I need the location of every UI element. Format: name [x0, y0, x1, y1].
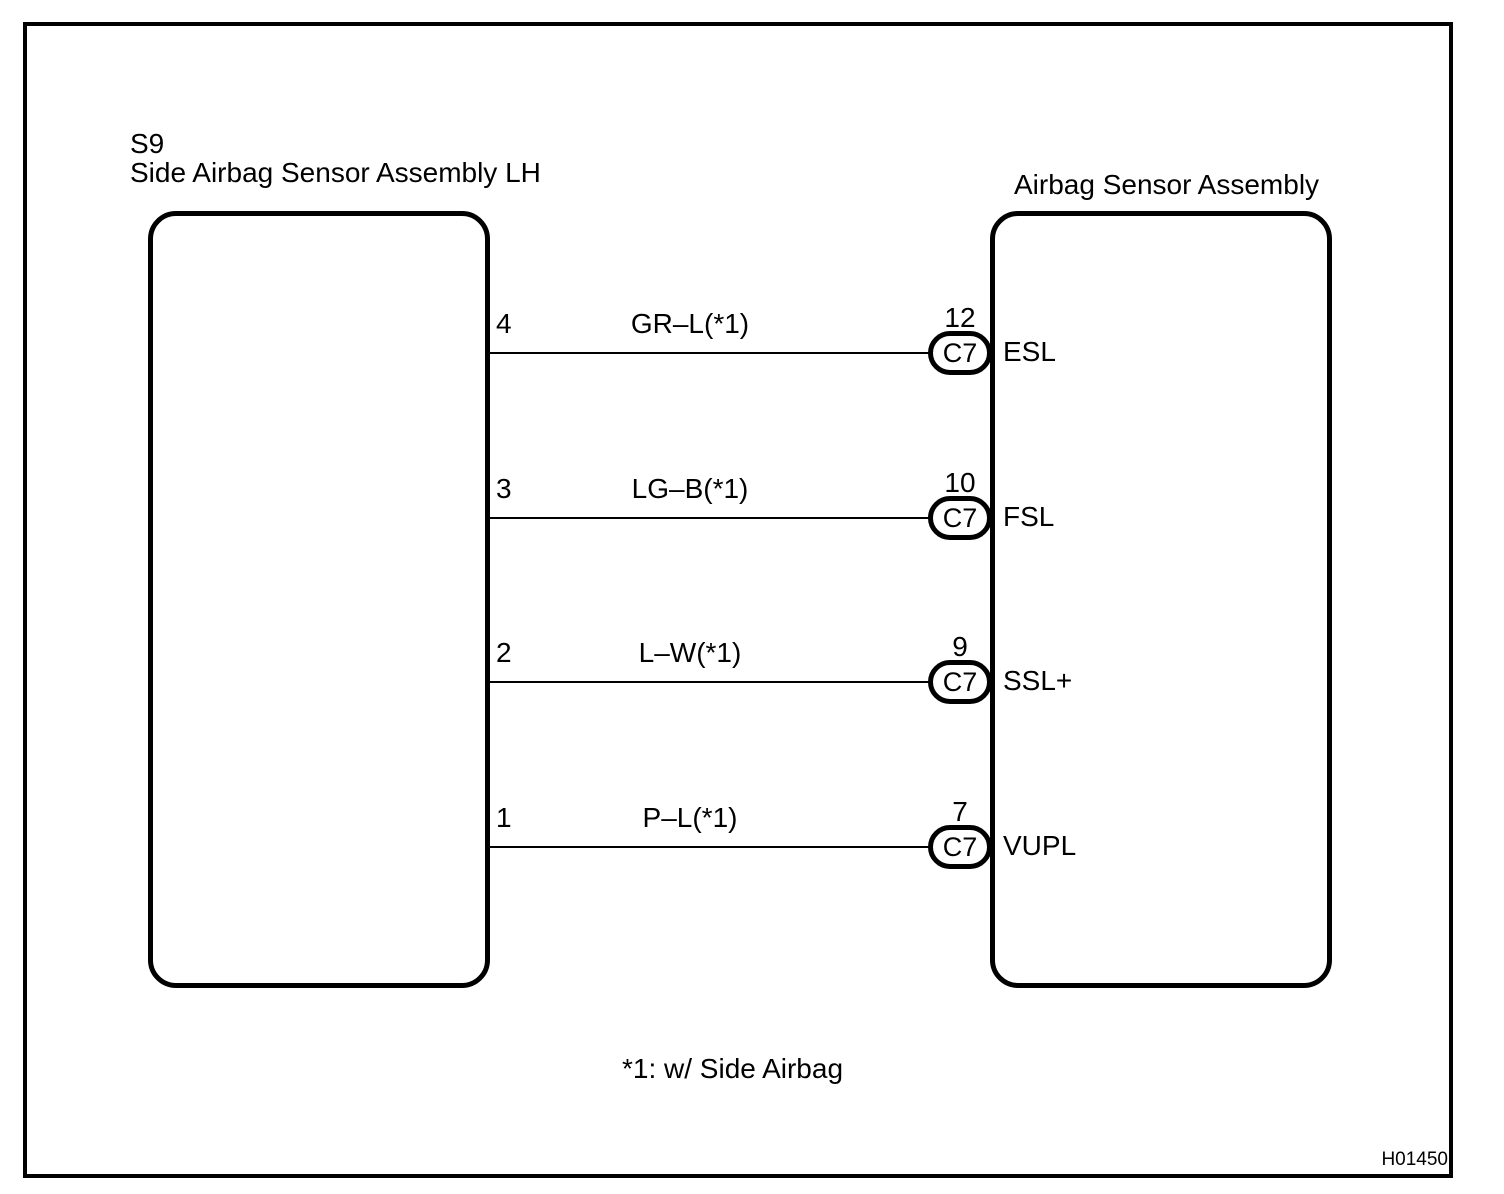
footnote: *1: w/ Side Airbag: [622, 1053, 844, 1084]
wire-left-pin-number: 3: [496, 473, 512, 504]
wire-line: [490, 681, 932, 683]
connector-pill: C7: [928, 331, 992, 375]
connector-pin-number: 12: [944, 302, 976, 333]
wire-row: 3 LG–B(*1) 10 C7 FSL: [0, 458, 1504, 578]
terminal-label: SSL+: [1003, 665, 1073, 696]
wire-left-pin-number: 2: [496, 637, 512, 668]
wire-color-label: LG–B(*1): [631, 473, 749, 504]
left-component-name: Side Airbag Sensor Assembly LH: [130, 157, 541, 188]
connector-pin-number: 9: [952, 631, 968, 662]
connector-pin-number: 10: [944, 467, 976, 498]
connector-pill: C7: [928, 496, 992, 540]
connector-pill: C7: [928, 825, 992, 869]
connector-code: C7: [942, 502, 978, 533]
connector-code: C7: [942, 666, 978, 697]
diagram-border-frame: [23, 22, 1453, 1178]
terminal-label: FSL: [1003, 501, 1055, 532]
connector-pill: C7: [928, 660, 992, 704]
right-component-box: [990, 211, 1332, 988]
wire-row: 4 GR–L(*1) 12 C7 ESL: [0, 293, 1504, 413]
wire-color-label: L–W(*1): [638, 637, 742, 668]
wire-row: 1 P–L(*1) 7 C7 VUPL: [0, 787, 1504, 907]
connector-code: C7: [942, 831, 978, 862]
terminal-label: VUPL: [1003, 830, 1077, 861]
wire-line: [490, 352, 932, 354]
wire-color-label: GR–L(*1): [630, 308, 750, 339]
right-component-name: Airbag Sensor Assembly: [1014, 169, 1320, 200]
wire-left-pin-number: 4: [496, 308, 512, 339]
left-component-code: S9: [130, 128, 165, 159]
wire-line: [490, 517, 932, 519]
wire-row: 2 L–W(*1) 9 C7 SSL+: [0, 622, 1504, 742]
connector-code: C7: [942, 337, 978, 368]
terminal-label: ESL: [1003, 336, 1056, 367]
connector-pin-number: 7: [952, 796, 968, 827]
figure-id: H01450: [1381, 1149, 1448, 1170]
wire-left-pin-number: 1: [496, 802, 512, 833]
wire-line: [490, 846, 932, 848]
left-component-box: [148, 211, 490, 988]
wire-color-label: P–L(*1): [642, 802, 738, 833]
